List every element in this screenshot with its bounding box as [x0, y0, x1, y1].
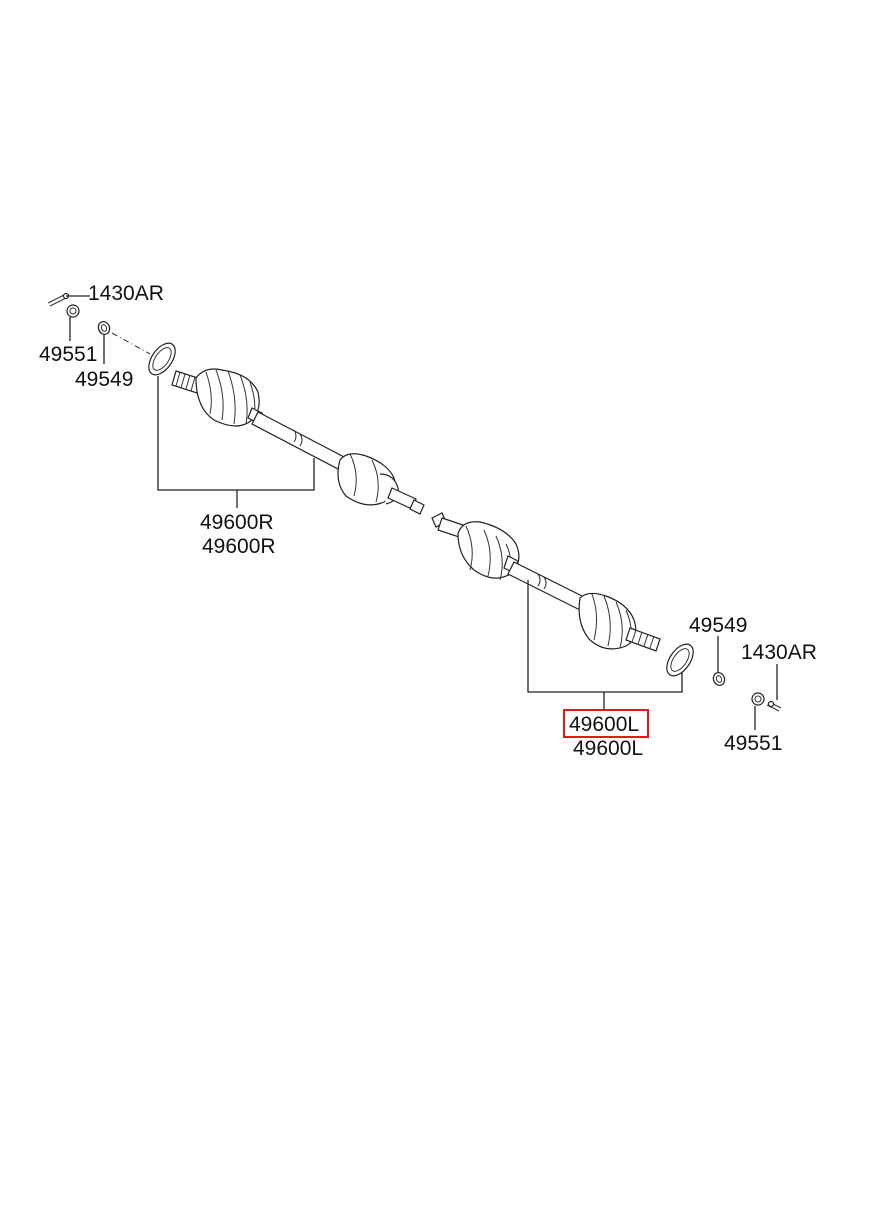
highlight-box — [563, 709, 649, 738]
label-cotter-pin-left[interactable]: 1430AR — [741, 641, 817, 664]
washer-right[interactable] — [97, 320, 112, 336]
label-cotter-pin-right[interactable]: 1430AR — [88, 282, 164, 305]
castle-nut-right[interactable] — [66, 304, 80, 318]
drive-shaft-left[interactable] — [431, 512, 661, 652]
castle-nut-left[interactable] — [751, 692, 765, 706]
label-nut-right[interactable]: 49551 — [39, 343, 97, 366]
drive-shaft-right[interactable] — [171, 368, 425, 515]
label-shaft-right-alt[interactable]: 49600R — [202, 535, 276, 558]
label-nut-left[interactable]: 49551 — [724, 732, 782, 755]
label-washer-right[interactable]: 49549 — [75, 368, 133, 391]
label-shaft-left-alt[interactable]: 49600L — [573, 737, 643, 760]
label-shaft-left-highlighted[interactable]: 49600L — [569, 713, 639, 736]
bracket-shaft-left — [527, 580, 683, 693]
sensor-ring-left[interactable] — [661, 640, 698, 681]
axis-line-right — [111, 332, 151, 355]
label-washer-left[interactable]: 49549 — [689, 614, 747, 637]
bracket-shaft-right — [157, 376, 315, 491]
label-shaft-right[interactable]: 49600R — [200, 511, 274, 534]
washer-left[interactable] — [712, 671, 727, 687]
cotter-pin-right[interactable] — [47, 292, 70, 307]
cotter-pin-left[interactable] — [766, 700, 782, 712]
sensor-ring-right[interactable] — [143, 339, 180, 380]
